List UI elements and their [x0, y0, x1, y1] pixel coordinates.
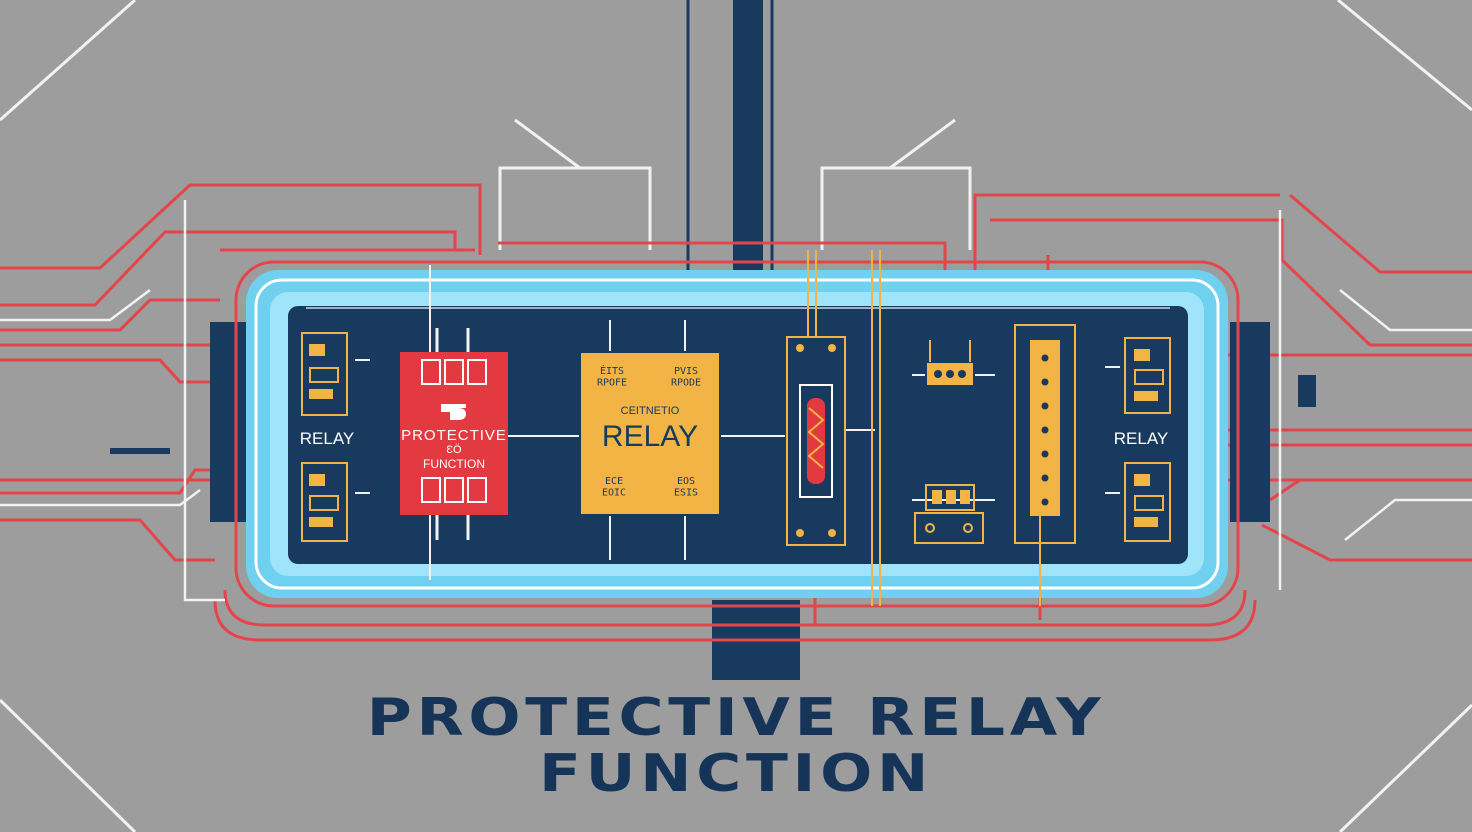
main-bus — [686, 0, 800, 680]
yellow-main-label: RELAY — [602, 420, 698, 453]
top-brackets — [498, 118, 972, 250]
left-relay-label: RELAY — [300, 429, 355, 448]
title-line-1: PROTECTIVE RELAY — [366, 688, 1106, 748]
title-line-2: FUNCTION — [538, 744, 934, 804]
red-module-line2: ƐÖ — [446, 444, 462, 456]
left-terminal-modules — [301, 332, 348, 542]
right-terminal-block — [1230, 322, 1270, 522]
right-connector — [1298, 375, 1316, 407]
main-panel — [234, 260, 1240, 608]
red-protective-module: PROTECTIVE ƐÖ FUNCTION — [400, 328, 508, 540]
left-terminal-block — [210, 322, 250, 522]
red-module-line1: PROTECTIVE — [401, 427, 507, 444]
left-connector — [110, 448, 170, 454]
fuse-icon — [786, 250, 881, 606]
right-terminal-modules — [1124, 337, 1171, 542]
yellow-subtitle: CEITNETIO — [621, 405, 680, 417]
terminal-block-icon — [1014, 324, 1076, 606]
shield-icon — [441, 404, 466, 420]
red-module-line3: FUNCTION — [423, 457, 485, 471]
relay-coil-icon — [914, 340, 984, 544]
right-relay-label: RELAY — [1114, 429, 1169, 448]
white-wires — [0, 200, 1472, 602]
